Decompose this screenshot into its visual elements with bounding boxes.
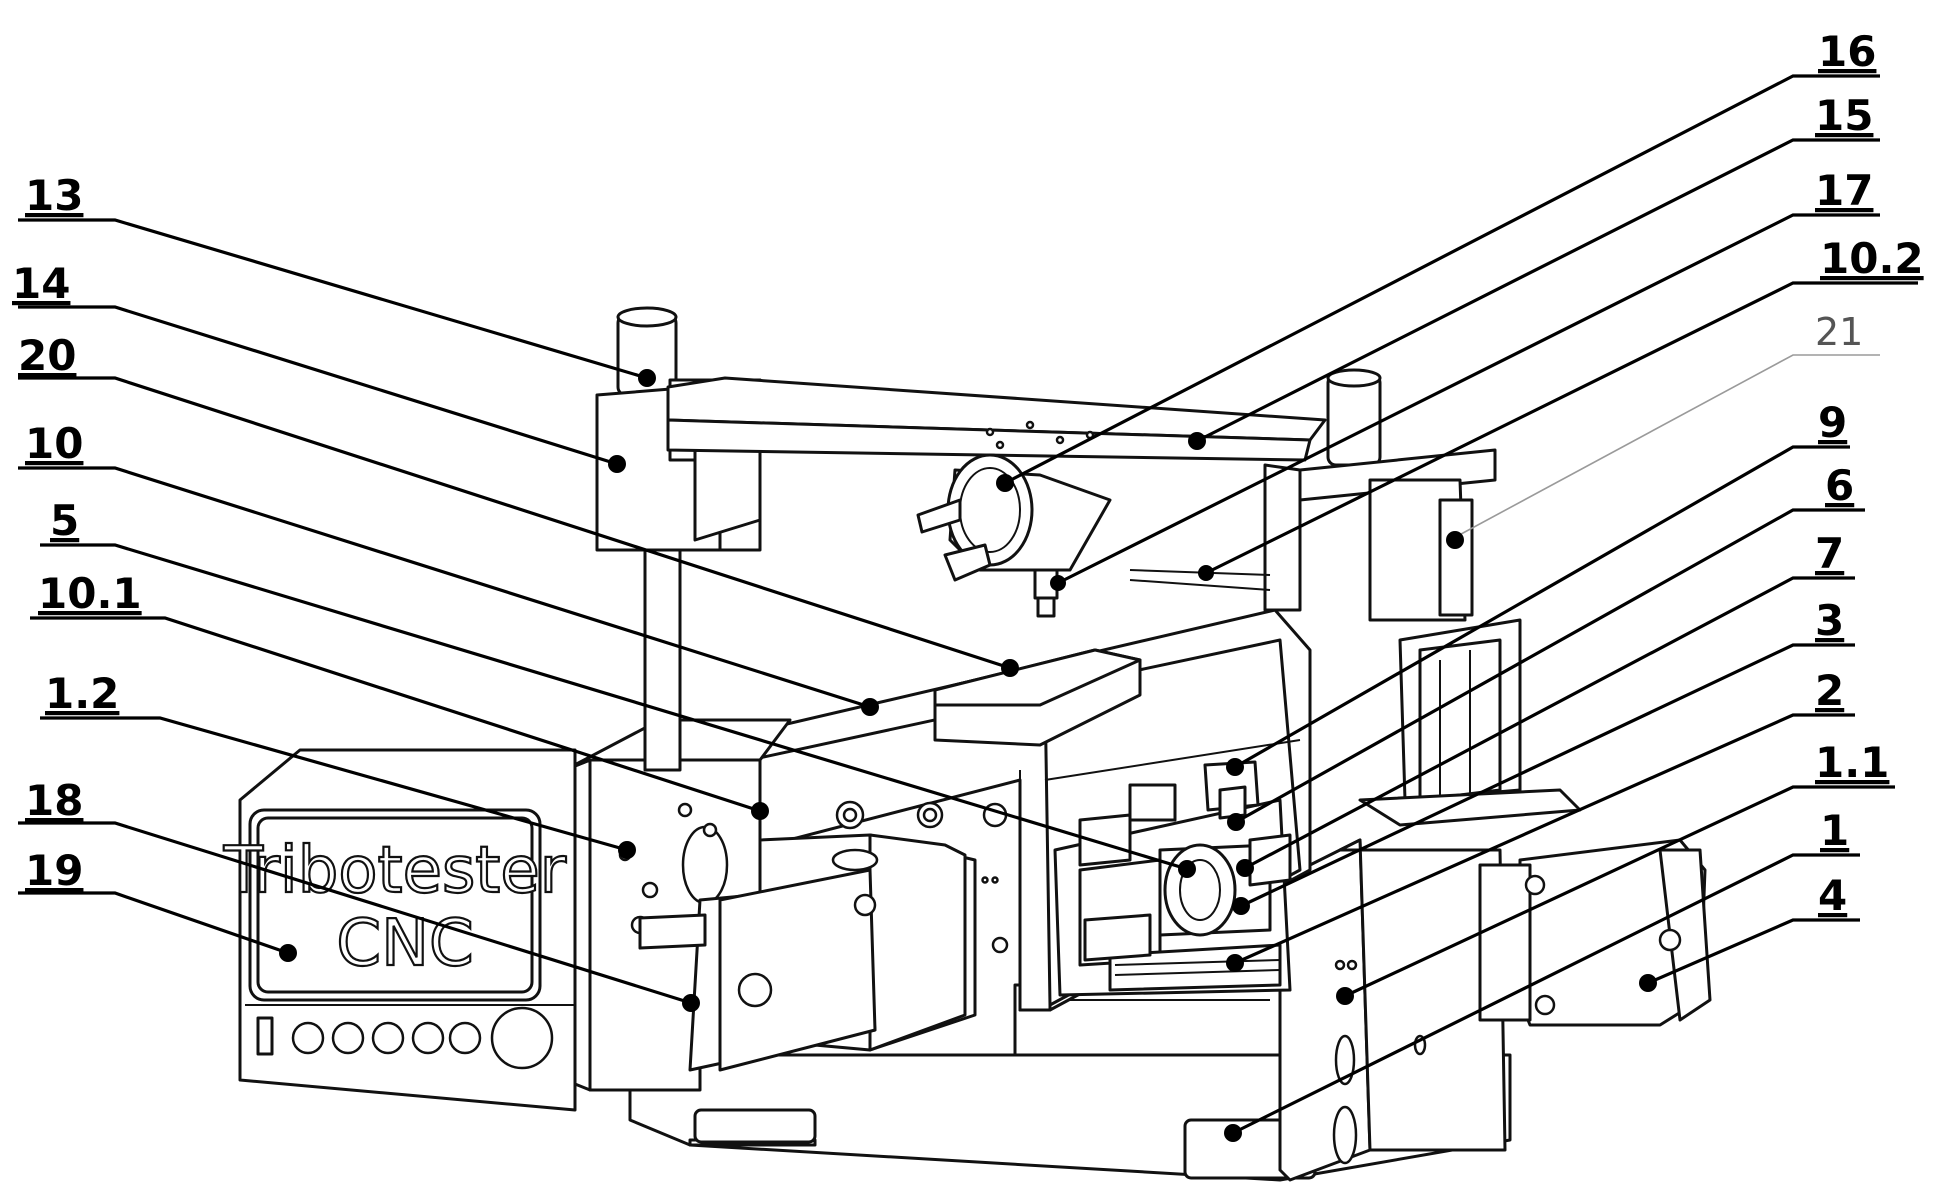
dot-3 [1232, 897, 1250, 915]
callout-label-10: 10 [25, 419, 83, 468]
callout-label-13: 13 [25, 171, 83, 220]
screen-brand-line2: CNC [336, 907, 473, 981]
callout-label-2: 2 [1815, 666, 1844, 715]
callout-label-3: 3 [1815, 596, 1844, 645]
dot-9 [1226, 758, 1244, 776]
leader-18 [18, 821, 692, 1005]
leader-6 [1235, 508, 1865, 824]
callout-label-15: 15 [1815, 91, 1873, 140]
leader-10 [18, 466, 871, 709]
dot-1-1 [1336, 987, 1354, 1005]
callout-label-10-1: 10.1 [38, 569, 142, 618]
leader-4 [1647, 918, 1860, 985]
left-stepper-motor [638, 833, 977, 1072]
leader-14 [18, 305, 618, 466]
sensor-head [916, 453, 1112, 618]
leader-10-2 [1205, 281, 1918, 575]
leader-3 [1240, 643, 1855, 908]
screen-brand-line1: Tribotester [223, 834, 567, 908]
dot-13 [638, 369, 656, 387]
callout-label-18: 18 [25, 776, 83, 825]
leader-19 [18, 891, 289, 955]
dot-10 [861, 698, 879, 716]
leader-7 [1244, 576, 1855, 870]
leader-5 [40, 543, 1188, 871]
right-column-assembly [1129, 368, 1582, 827]
callout-label-1-1: 1.1 [1815, 738, 1889, 787]
callout-label-7: 7 [1815, 529, 1844, 578]
dot-18 [682, 994, 700, 1012]
dot-21 [1446, 531, 1464, 549]
callout-dots [279, 369, 1657, 1142]
callout-label-19: 19 [25, 846, 83, 895]
callout-label-1-2: 1.2 [45, 669, 119, 718]
dot-16 [996, 474, 1014, 492]
callout-label-20: 20 [18, 331, 76, 380]
leader-13 [18, 218, 648, 380]
right-motor [1478, 838, 1712, 1027]
callout-label-21: 21 [1815, 310, 1863, 354]
right-side-plate [1278, 838, 1507, 1182]
leader-15 [1196, 138, 1880, 443]
leader-1-1 [1344, 785, 1895, 998]
dot-20 [1001, 659, 1019, 677]
dot-10-1 [751, 802, 769, 820]
callout-label-5: 5 [50, 496, 79, 545]
dot-17 [1050, 575, 1066, 591]
leader-10-1 [30, 616, 761, 813]
dot-19 [279, 944, 297, 962]
callout-labels: 13 14 20 10 5 10.1 1.2 18 19 16 15 17 10… [12, 27, 1924, 920]
callout-label-14: 14 [12, 259, 70, 308]
callout-label-6: 6 [1825, 461, 1854, 510]
dot-10-2 [1198, 565, 1214, 581]
callout-label-17: 17 [1815, 166, 1873, 215]
leader-2 [1234, 713, 1855, 965]
leader-9 [1234, 445, 1850, 769]
callout-label-10-2: 10.2 [1820, 234, 1924, 283]
leader-16 [1004, 74, 1880, 485]
callout-label-16: 16 [1818, 27, 1876, 76]
dot-1 [1224, 1124, 1242, 1142]
leader-21 [1449, 354, 1880, 541]
control-unit: Tribotester CNC [222, 748, 577, 1112]
leader-1-2 [40, 716, 628, 852]
dot-14 [608, 455, 626, 473]
callout-label-4: 4 [1818, 871, 1847, 920]
dot-5 [1178, 860, 1196, 878]
sample-block [933, 648, 1142, 747]
leader-20 [18, 376, 1011, 670]
leader-1 [1232, 853, 1860, 1135]
callout-label-9: 9 [1818, 398, 1847, 447]
dot-6 [1227, 813, 1245, 831]
leader-17 [1057, 213, 1880, 585]
top-crossbeam [666, 376, 1327, 462]
callout-label-1: 1 [1820, 806, 1849, 855]
callout-leaders [18, 74, 1918, 1135]
dot-1-2 [618, 841, 636, 859]
dot-7 [1236, 859, 1254, 877]
dot-2 [1226, 954, 1244, 972]
dot-15 [1188, 432, 1206, 450]
dot-4 [1639, 974, 1657, 992]
machine-assembly: Tribotester CNC [222, 306, 1712, 1182]
